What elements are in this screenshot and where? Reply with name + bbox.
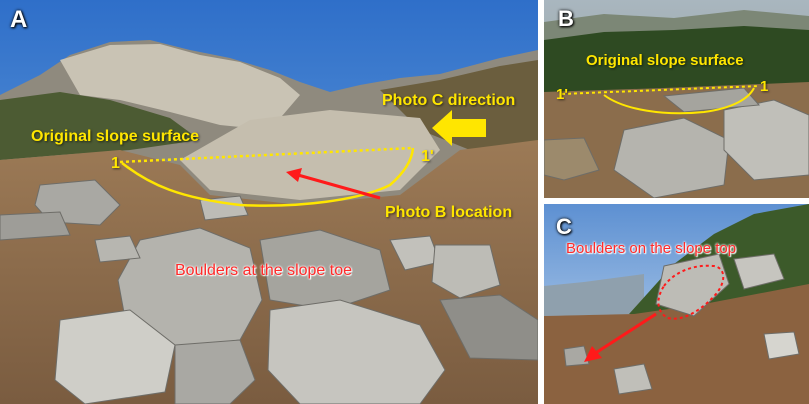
distant-valley — [544, 274, 644, 316]
photo-b-arrow — [286, 168, 381, 200]
boulders-toe-label: Boulders at the slope toe — [175, 262, 353, 279]
panel-label-c: C — [556, 214, 572, 239]
vegetation-right — [380, 60, 538, 160]
point-1-label-b: 1 — [760, 78, 769, 95]
photo-c-arrow — [432, 110, 486, 146]
original-slope-line-b — [561, 85, 760, 95]
point-1-label-a: 1 — [111, 155, 120, 172]
boulder-field — [0, 179, 538, 404]
slide-outline-b — [603, 87, 755, 115]
original-slope-surface-label-a: Original slope surface — [31, 128, 200, 145]
point-1-prime-label-a: 1' — [421, 148, 434, 165]
panel-c-photo — [544, 204, 809, 404]
panel-b-photo — [544, 0, 809, 198]
panel-label-b: B — [558, 6, 574, 31]
photo-panel-c: C Boulders on the slope top — [544, 204, 809, 404]
boulder-field-b — [544, 87, 809, 198]
photo-b-location-label: Photo B location — [385, 204, 513, 221]
boulder-area-outline — [657, 264, 725, 320]
point-1-prime-label-b: 1' — [556, 86, 568, 103]
photo-panel-b: B Original slope surface 1' 1 — [544, 0, 809, 198]
boulders-top-label: Boulders on the slope top — [566, 240, 737, 257]
photo-panel-a: A Original slope surface 1 1' Photo C di… — [0, 0, 538, 404]
panel-a-photo — [0, 0, 538, 404]
vegetation-left — [0, 92, 200, 160]
runout-arrow — [584, 312, 657, 362]
panel-label-a: A — [10, 6, 28, 33]
slide-outline — [121, 147, 415, 207]
original-slope-surface-label-b: Original slope surface — [586, 52, 744, 69]
original-slope-line — [119, 146, 414, 164]
foreground-slope-c — [544, 284, 809, 404]
cliff-face — [60, 44, 300, 130]
forest-band — [544, 26, 809, 96]
boulder-field-c — [563, 253, 800, 395]
slide-scar — [180, 110, 440, 200]
photo-c-direction-label: Photo C direction — [382, 92, 516, 109]
